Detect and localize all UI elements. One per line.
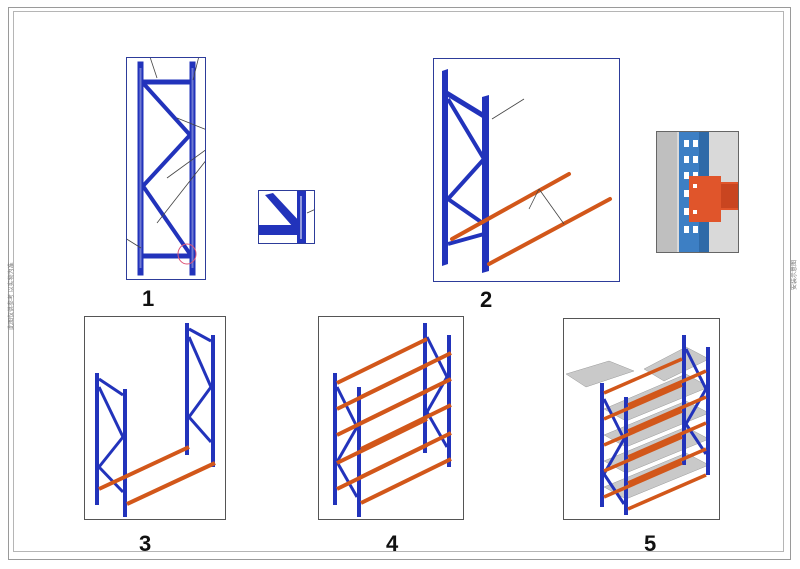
panel-two-frames bbox=[84, 316, 226, 520]
two-frames-drawing bbox=[95, 323, 216, 517]
beam-lower bbox=[487, 197, 612, 266]
beam-levels-drawing bbox=[333, 323, 452, 517]
right-post bbox=[189, 61, 196, 276]
panel-frame-with-beams bbox=[433, 58, 620, 282]
loose-shelf-panel bbox=[565, 360, 635, 388]
step-number-3: 3 bbox=[139, 531, 152, 556]
shelves-drawing bbox=[565, 335, 710, 515]
panel-beam-levels bbox=[318, 316, 464, 520]
drawing-frame bbox=[13, 11, 784, 552]
left-post bbox=[137, 61, 144, 276]
detail-circle bbox=[177, 243, 197, 265]
beam-connector-photo bbox=[657, 132, 738, 252]
beam-upper bbox=[450, 172, 571, 241]
frame-with-beams-drawing bbox=[442, 69, 612, 273]
photo-beam-connector bbox=[656, 131, 739, 253]
step-number-5: 5 bbox=[644, 531, 657, 556]
bottom-brace bbox=[140, 253, 192, 259]
upright-frame-drawing bbox=[127, 58, 205, 276]
panel-upright-frame bbox=[126, 57, 206, 280]
side-note-left: 此图仅供参考 以实物为准 bbox=[9, 262, 15, 330]
frame-detail-drawing bbox=[259, 191, 314, 243]
drawing-sheet bbox=[8, 7, 791, 560]
top-brace bbox=[140, 79, 192, 85]
step-number-1: 1 bbox=[142, 286, 155, 311]
step-number-4: 4 bbox=[386, 531, 399, 556]
panel-frame-detail bbox=[258, 190, 315, 244]
side-note-right: 安装示意图 bbox=[792, 259, 798, 290]
panel-shelves bbox=[563, 318, 720, 520]
step-number-2: 2 bbox=[480, 287, 493, 312]
